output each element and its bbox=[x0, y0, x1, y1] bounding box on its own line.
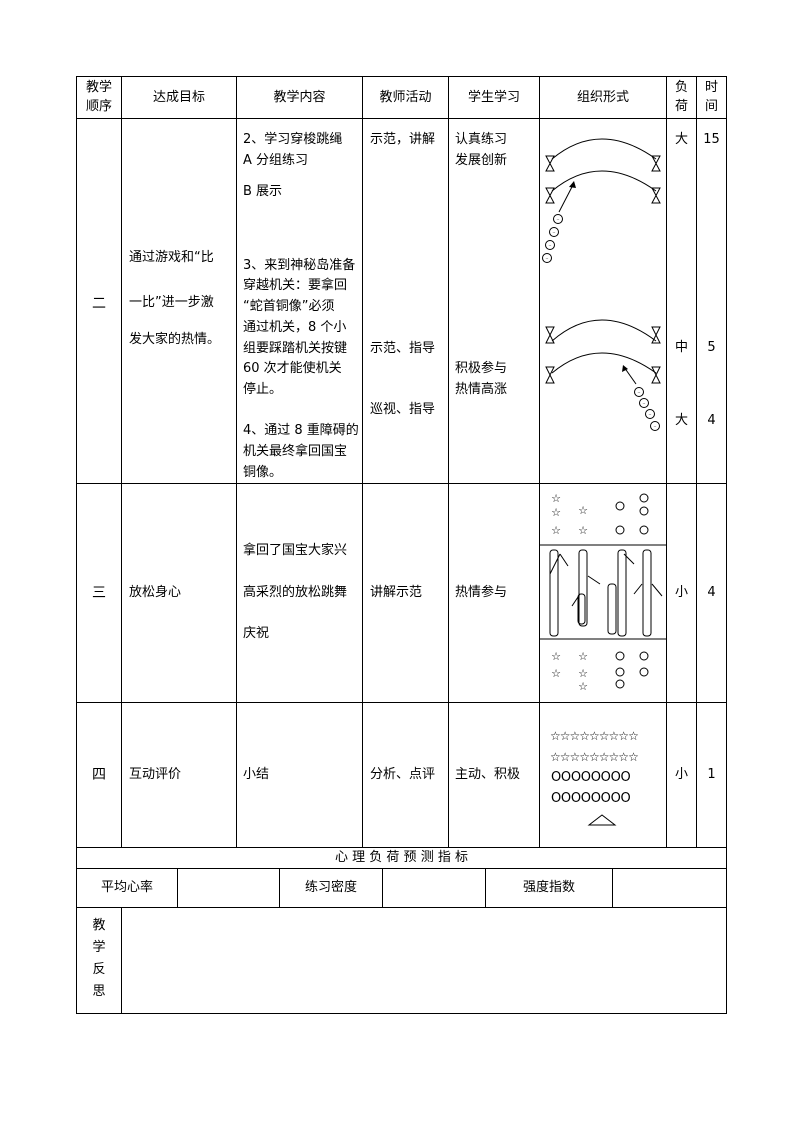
row-content: 小结 bbox=[243, 767, 270, 782]
dancer-figure bbox=[577, 593, 586, 625]
star-student-icon: ☆ bbox=[551, 524, 561, 537]
row-student: 主动、积极 bbox=[455, 767, 521, 782]
header-load-line1: 负 bbox=[674, 80, 688, 95]
hourglass-marker-icon bbox=[545, 187, 555, 204]
circle-student-row: OOOOOOOO bbox=[551, 770, 631, 785]
star-student-icon: ☆ bbox=[578, 680, 588, 693]
row-order: 四 bbox=[92, 767, 106, 783]
row-load: 小 bbox=[674, 767, 688, 782]
hourglass-marker-icon bbox=[545, 366, 555, 384]
header-formation: 组织形式 bbox=[576, 90, 629, 105]
svg-text:··: ·· bbox=[642, 401, 646, 407]
header-order-line1: 教学 bbox=[85, 80, 112, 95]
star-student-row: ☆☆☆☆☆☆☆☆☆ bbox=[550, 750, 639, 764]
header-teacher: 教师活动 bbox=[379, 90, 432, 105]
smiley-student-icon bbox=[639, 398, 649, 408]
row-goal: 互动评价 bbox=[129, 767, 182, 782]
header-student: 学生学习 bbox=[467, 90, 520, 105]
circle-student-icon bbox=[615, 667, 625, 677]
dance-formation-diagram: ☆ ☆ ☆ ☆ ☆ ☆ ☆ ☆ ☆ ☆ bbox=[540, 492, 666, 693]
hourglass-marker-icon bbox=[651, 326, 661, 344]
circle-student-icon bbox=[615, 525, 625, 535]
intensity-label: 强度指数 bbox=[522, 880, 575, 895]
smiley-student-icon bbox=[553, 214, 563, 224]
row-goal: 放松身心 bbox=[129, 585, 182, 600]
star-student-icon: ☆ bbox=[551, 650, 561, 663]
rope-arc bbox=[551, 352, 657, 374]
smiley-student-icon bbox=[645, 409, 655, 419]
star-student-icon: ☆ bbox=[551, 667, 561, 680]
circle-student-icon bbox=[639, 506, 649, 516]
row-order: 三 bbox=[92, 585, 106, 601]
density-label: 练习密度 bbox=[304, 880, 357, 895]
row-student: 热情参与 bbox=[455, 585, 508, 600]
row-teacher: 讲解示范 bbox=[370, 585, 423, 600]
direction-arrow-icon bbox=[558, 182, 575, 213]
dancer-figure bbox=[607, 583, 617, 635]
hourglass-marker-icon bbox=[545, 326, 555, 344]
rope-arc bbox=[551, 319, 657, 342]
circle-student-icon bbox=[615, 651, 625, 661]
row-teacher: 分析、点评 bbox=[370, 767, 436, 782]
star-student-icon: ☆ bbox=[578, 504, 588, 517]
svg-text:··: ·· bbox=[637, 390, 641, 396]
header-time-line2: 间 bbox=[704, 99, 718, 114]
smiley-student-icon bbox=[650, 421, 660, 431]
header-time-line1: 时 bbox=[704, 80, 718, 95]
row-time: 1 bbox=[707, 767, 716, 782]
star-student-icon: ☆ bbox=[551, 506, 561, 519]
circle-student-icon bbox=[615, 501, 625, 511]
dancer-figure bbox=[549, 549, 559, 637]
rope-formation-diagram: ·· ·· ·· ·· ·· ·· ·· ·· bbox=[542, 138, 661, 431]
indicator-title: 心 理 负 荷 预 测 指 标 bbox=[335, 850, 468, 865]
dancer-figure bbox=[617, 549, 627, 637]
star-student-row: ☆☆☆☆☆☆☆☆☆ bbox=[550, 729, 639, 743]
header-load-line2: 荷 bbox=[674, 99, 688, 114]
svg-text:··: ·· bbox=[552, 230, 556, 236]
smiley-student-icon bbox=[545, 240, 555, 250]
star-student-icon: ☆ bbox=[578, 667, 588, 680]
circle-student-icon bbox=[615, 679, 625, 689]
hourglass-marker-icon bbox=[651, 187, 661, 204]
circle-student-icon bbox=[639, 525, 649, 535]
svg-text:··: ·· bbox=[653, 424, 657, 430]
svg-text:··: ·· bbox=[548, 243, 552, 249]
header-content: 教学内容 bbox=[273, 90, 326, 105]
smiley-student-icon bbox=[634, 387, 644, 397]
hourglass-marker-icon bbox=[545, 155, 555, 172]
header-order-line2: 顺序 bbox=[85, 99, 112, 114]
row-order: 二 bbox=[92, 296, 106, 312]
rope-arc bbox=[551, 138, 657, 160]
smiley-student-icon bbox=[549, 227, 559, 237]
circle-student-row: OOOOOOOO bbox=[551, 791, 631, 806]
star-student-icon: ☆ bbox=[578, 524, 588, 537]
circle-student-icon bbox=[639, 651, 649, 661]
row-load: 小 bbox=[674, 585, 688, 600]
svg-text:··: ·· bbox=[648, 412, 652, 418]
smiley-student-icon bbox=[542, 253, 552, 263]
svg-text:··: ·· bbox=[556, 217, 560, 223]
dancer-figure bbox=[578, 549, 588, 627]
heart-rate-label: 平均心率 bbox=[100, 880, 153, 895]
star-student-icon: ☆ bbox=[578, 650, 588, 663]
circle-student-icon bbox=[639, 493, 649, 503]
teacher-triangle-icon bbox=[587, 814, 617, 826]
dancer-figure bbox=[642, 549, 652, 637]
circle-student-icon bbox=[639, 667, 649, 677]
svg-text:··: ·· bbox=[545, 256, 549, 262]
row-time: 4 bbox=[707, 585, 716, 600]
hourglass-marker-icon bbox=[651, 366, 661, 384]
rope-arc bbox=[551, 170, 657, 192]
header-goal: 达成目标 bbox=[152, 90, 205, 105]
star-student-icon: ☆ bbox=[551, 492, 561, 505]
hourglass-marker-icon bbox=[651, 155, 661, 172]
